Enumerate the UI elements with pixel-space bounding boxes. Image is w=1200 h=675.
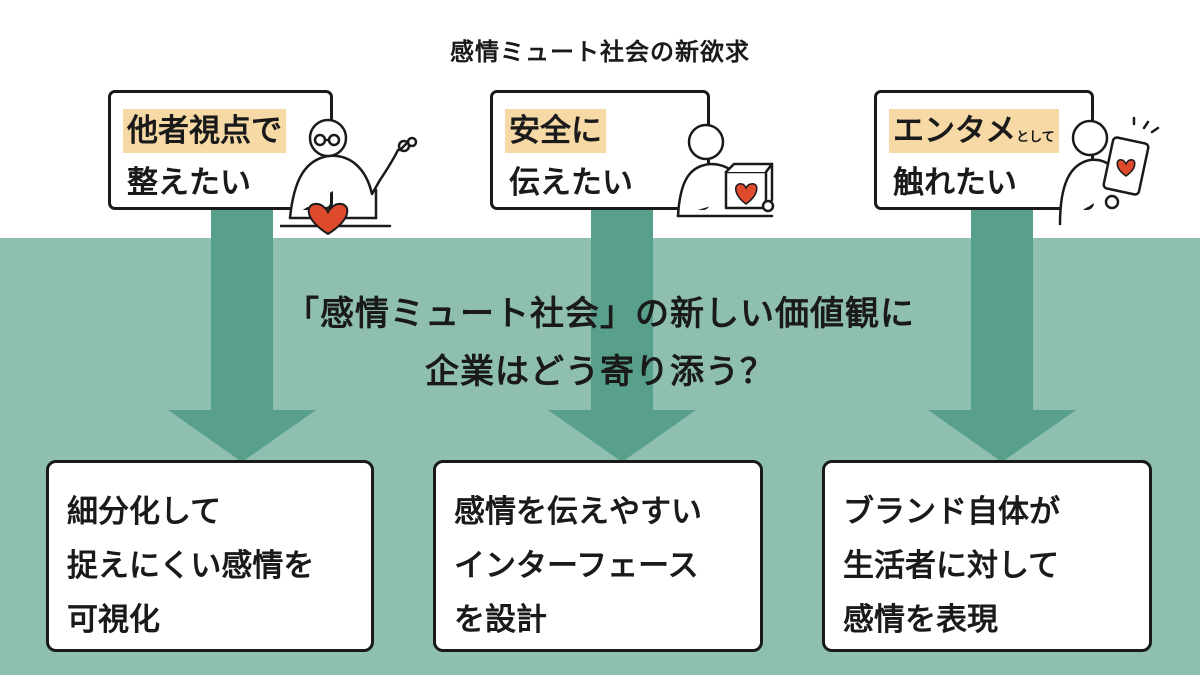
need-card-3: エンタメとして 触れたい <box>874 90 1094 210</box>
need-card-subtext: 触れたい <box>893 165 1017 201</box>
solution-line-2: 捉えにくい感情を <box>67 548 315 584</box>
down-arrow-2 <box>548 205 696 462</box>
need-card-heading-text: エンタメ <box>893 113 1017 149</box>
solution-card-2: 感情を伝えやすい インターフェース を設計 <box>433 460 763 652</box>
solution-card-3: ブランド自体が 生活者に対して 感情を表現 <box>822 460 1152 652</box>
solution-line-1: ブランド自体が <box>843 494 1060 530</box>
arrow-shaft <box>211 205 273 410</box>
need-card-heading: 安全に <box>505 109 606 153</box>
need-card-heading-text: 安全に <box>509 113 602 149</box>
solution-line-3: を設計 <box>454 602 547 638</box>
person-with-heart-box-icon <box>676 123 775 218</box>
arrow-shaft <box>971 205 1033 410</box>
need-card-heading-text: 他者視点で <box>127 113 282 149</box>
central-question: 「感情ミュート社会」の新しい価値観に 企業はどう寄り添う？ <box>0 285 1200 401</box>
need-card-subtext: 伝えたい <box>509 165 633 201</box>
arrow-head <box>168 410 316 462</box>
down-arrow-1 <box>168 205 316 462</box>
central-question-line-2: 企業はどう寄り添う？ <box>425 352 775 392</box>
need-card-heading: 他者視点で <box>123 109 286 153</box>
need-card-subtext: 整えたい <box>127 165 251 201</box>
diagram-title: 感情ミュート社会の新欲求 <box>450 38 750 66</box>
solution-line-1: 細分化して <box>67 494 222 530</box>
person-with-glasses-heart-icon <box>280 118 418 236</box>
arrow-head <box>928 410 1076 462</box>
solution-line-2: インターフェース <box>454 548 699 584</box>
need-card-heading-small: として <box>1016 130 1055 145</box>
solution-line-2: 生活者に対して <box>843 548 1060 584</box>
solution-line-1: 感情を伝えやすい <box>454 494 702 530</box>
arrow-shaft <box>591 205 653 410</box>
solution-card-1: 細分化して 捉えにくい感情を 可視化 <box>46 460 374 652</box>
arrow-head <box>548 410 696 462</box>
solution-line-3: 感情を表現 <box>843 602 998 638</box>
person-with-tablet-heart-icon <box>1058 116 1160 226</box>
central-question-line-1: 「感情ミュート社会」の新しい価値観に <box>285 294 915 334</box>
down-arrow-3 <box>928 205 1076 462</box>
need-card-heading: エンタメとして <box>889 109 1059 153</box>
solution-line-3: 可視化 <box>67 602 160 638</box>
